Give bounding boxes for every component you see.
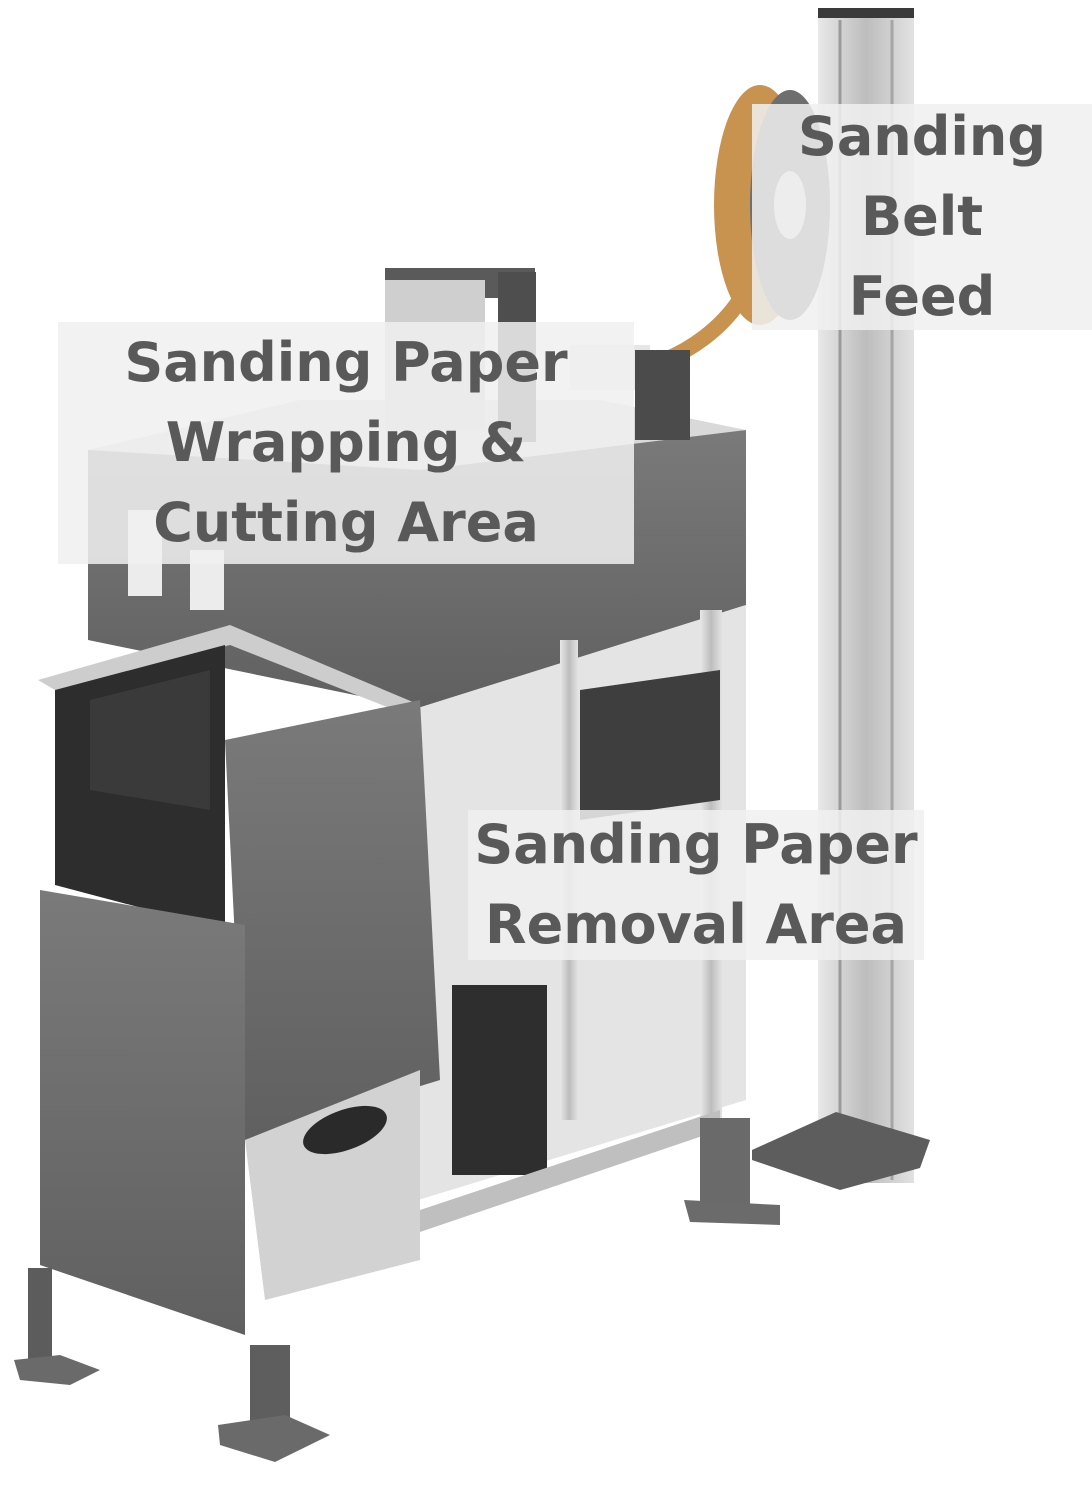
label-line: Sanding bbox=[797, 105, 1047, 168]
removal-area-label: Sanding Paper Removal Area bbox=[468, 810, 924, 960]
front-housing bbox=[38, 625, 440, 1335]
label-line: Wrapping & bbox=[165, 411, 527, 474]
wrapping-cutting-area-label: Sanding Paper Wrapping & Cutting Area bbox=[58, 322, 634, 564]
sanding-belt-feed-label: Sanding Belt Feed bbox=[752, 104, 1092, 330]
label-line: Removal Area bbox=[484, 893, 907, 956]
machine-feet bbox=[14, 1268, 330, 1462]
label-line: Belt bbox=[860, 185, 984, 248]
label-line: Sanding Paper bbox=[474, 813, 918, 876]
label-line: Sanding Paper bbox=[124, 331, 568, 394]
label-line: Feed bbox=[848, 265, 996, 328]
label-line: Cutting Area bbox=[153, 491, 539, 554]
